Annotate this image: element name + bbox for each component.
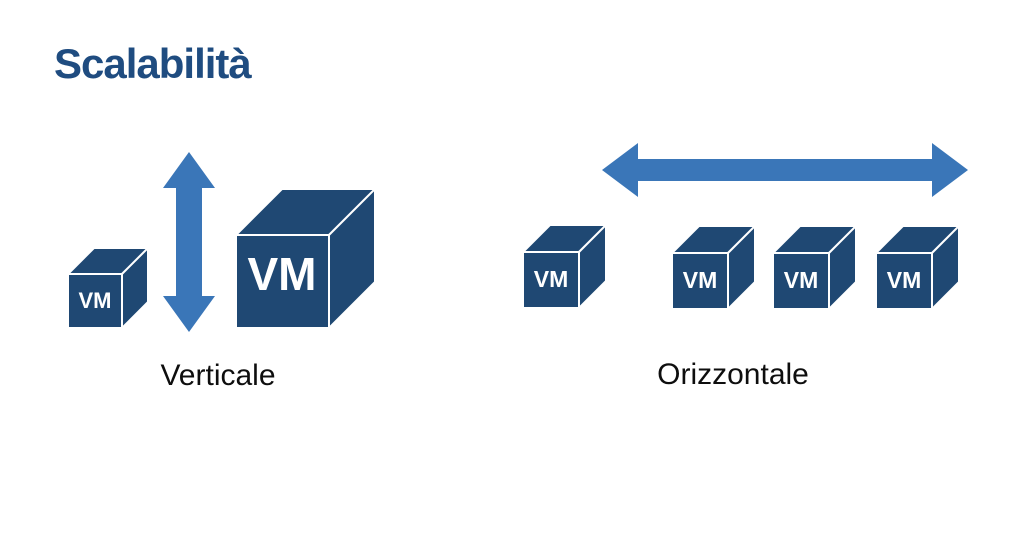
cube-front-face <box>876 252 933 309</box>
vm-label: VM <box>248 248 317 300</box>
vm-label: VM <box>534 266 569 292</box>
vm-cube-large: VM <box>236 189 375 328</box>
vm-cube-small: VM <box>68 248 148 328</box>
vm-cube: VM <box>523 225 606 308</box>
vm-label: VM <box>887 267 922 293</box>
vertical-double-arrow-icon <box>163 152 215 332</box>
page-title: Scalabilità <box>54 40 252 87</box>
vm-cube: VM <box>672 226 755 309</box>
vm-label: VM <box>79 288 112 313</box>
vm-label: VM <box>784 267 819 293</box>
vm-cube: VM <box>876 226 959 309</box>
cube-front-face <box>773 252 830 309</box>
horizontal-section-label: Orizzontale <box>657 358 809 391</box>
cube-front-face <box>236 234 330 328</box>
arrow-polygon <box>163 152 215 332</box>
vertical-section-label: Verticale <box>160 359 276 392</box>
horizontal-double-arrow-icon <box>602 143 968 197</box>
cube-front-face <box>672 252 729 309</box>
cube-front-face <box>68 273 123 328</box>
vm-label: VM <box>683 267 718 293</box>
vm-cube: VM <box>773 226 856 309</box>
cube-front-face <box>523 251 580 308</box>
arrow-polygon <box>602 143 968 197</box>
